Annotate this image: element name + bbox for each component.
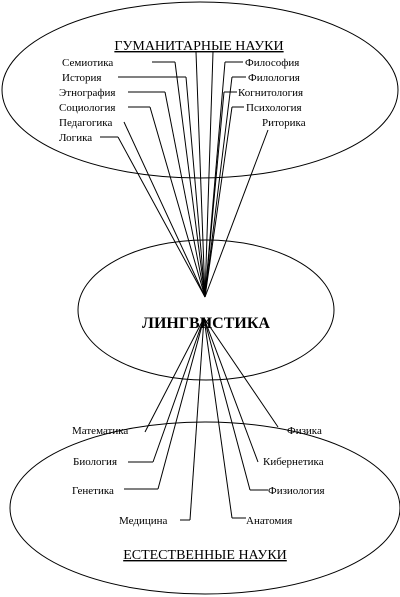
label-mathematics: Математика <box>72 425 128 437</box>
label-physiology: Физиология <box>268 485 325 497</box>
label-medicine: Медицина <box>119 515 168 527</box>
label-anatomy: Анатомия <box>246 515 292 527</box>
humanities-ellipse <box>1 1 399 179</box>
label-genetics: Генетика <box>72 485 114 497</box>
label-cybernetics: Кибернетика <box>263 456 324 468</box>
label-history: История <box>62 72 101 84</box>
label-philology: Филология <box>248 72 300 84</box>
label-logic: Логика <box>59 132 92 144</box>
linguistics-ellipse <box>77 239 335 381</box>
bottom-connectors <box>124 317 279 521</box>
label-pedagogy: Педагогика <box>59 117 112 129</box>
natural-sciences-heading: ЕСТЕСТВЕННЫЕ НАУКИ <box>123 548 287 563</box>
natural-sciences-ellipse <box>9 421 400 595</box>
label-rhetoric: Риторика <box>262 117 306 129</box>
top-connectors <box>100 51 269 298</box>
label-psychology: Психология <box>246 102 302 114</box>
label-ethnography: Этнография <box>59 87 115 99</box>
label-biology: Биология <box>73 456 117 468</box>
label-sociology: Социология <box>59 102 115 114</box>
label-semiotics: Семиотика <box>62 57 113 69</box>
humanities-heading: ГУМАНИТАРНЫЕ НАУКИ <box>114 39 283 54</box>
label-philosophy: Философия <box>245 57 299 69</box>
label-physics: Физика <box>287 425 322 437</box>
label-cognitology: Когнитология <box>238 87 303 99</box>
